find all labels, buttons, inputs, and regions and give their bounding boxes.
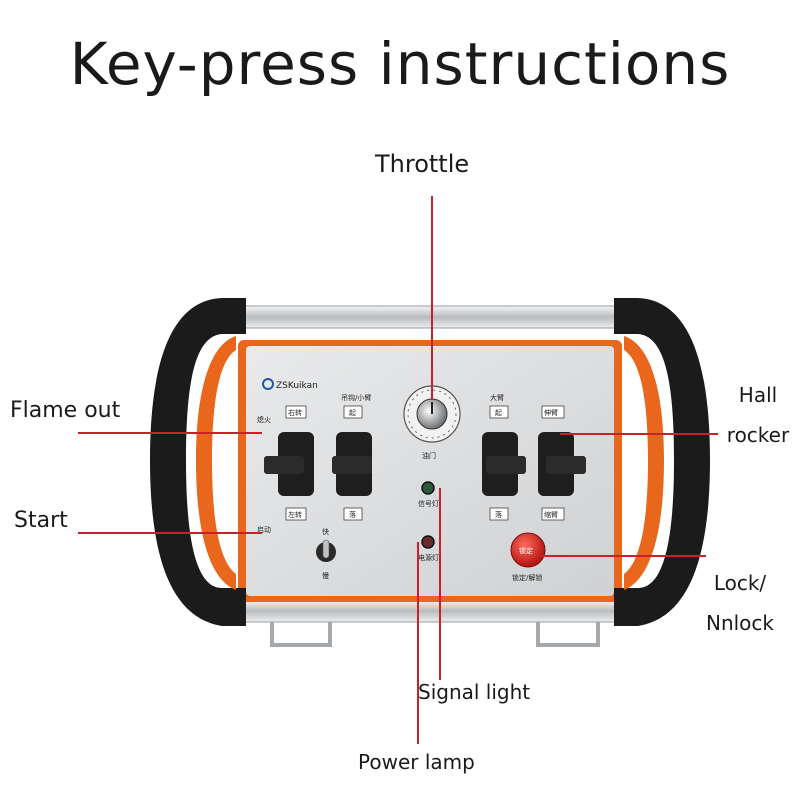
signal-light-lamp xyxy=(421,481,435,495)
svg-text:缩臂: 缩臂 xyxy=(544,510,558,519)
left-foot xyxy=(270,622,332,647)
svg-text:起: 起 xyxy=(495,409,502,417)
svg-text:慢: 慢 xyxy=(322,571,329,580)
left-header: 吊钩/小臂 xyxy=(341,393,371,402)
flameout-small: 熄火 xyxy=(257,415,271,424)
svg-text:电源灯: 电源灯 xyxy=(418,553,439,562)
hall-label-line1: Hall xyxy=(738,383,778,407)
lock-button-red xyxy=(510,532,546,568)
bottom-rail xyxy=(204,599,656,623)
brand-text: ZSKuikan xyxy=(276,381,318,391)
right-grip-orange xyxy=(624,336,664,590)
svg-text:快: 快 xyxy=(322,527,329,536)
right-foot xyxy=(536,622,600,647)
svg-text:落: 落 xyxy=(495,510,502,519)
svg-text:左转: 左转 xyxy=(288,510,302,519)
svg-text:落: 落 xyxy=(349,510,356,519)
left-grip-orange xyxy=(196,336,236,590)
lock-label-line1: Lock/ xyxy=(713,571,767,595)
brand-logo xyxy=(262,378,274,390)
page-title: Key-press instructions xyxy=(69,30,731,98)
throttle-caption: 油门 xyxy=(422,451,436,460)
power-lamp-label: Power lamp xyxy=(358,750,475,774)
left-grip-black xyxy=(150,298,246,626)
start-label: Start xyxy=(14,508,68,533)
throttle-label: Throttle xyxy=(375,150,470,178)
panel-face xyxy=(246,346,614,596)
signal-light-label: Signal light xyxy=(418,680,531,704)
svg-text:锁定: 锁定 xyxy=(519,546,533,555)
svg-text:信号灯: 信号灯 xyxy=(418,499,439,508)
right-grip-black xyxy=(614,298,710,626)
svg-text:右转: 右转 xyxy=(288,408,302,417)
right-header: 大臂 xyxy=(490,393,504,402)
top-rail xyxy=(204,305,656,329)
callout-lines xyxy=(78,196,718,744)
lock-label-line2: Nnlock xyxy=(705,611,774,635)
flame-out-label: Flame out xyxy=(10,398,121,423)
svg-text:起: 起 xyxy=(349,409,356,417)
start-small: 启动 xyxy=(257,525,271,534)
hall-label-line2: rocker xyxy=(726,423,790,447)
power-lamp-lamp xyxy=(421,535,435,549)
svg-text:锁定/解锁: 锁定/解锁 xyxy=(512,573,542,582)
svg-text:伸臂: 伸臂 xyxy=(544,408,558,417)
